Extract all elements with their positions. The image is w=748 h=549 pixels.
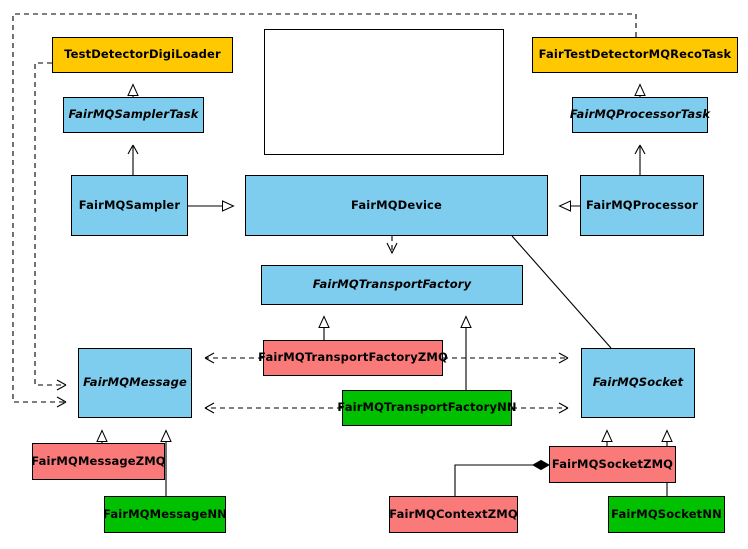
- class-node-fair-mq-transport-factory-zmq[interactable]: FairMQTransportFactoryZMQ: [258, 340, 448, 376]
- class-node-label: FairMQTransportFactory: [312, 277, 472, 292]
- class-node-fair-mq-message-nn[interactable]: FairMQMessageNN: [103, 496, 227, 533]
- class-node-label: FairMQTransportFactoryZMQ: [258, 350, 448, 365]
- class-node-fair-mq-socket-nn[interactable]: FairMQSocketNN: [608, 496, 725, 533]
- class-node-label: FairMQDevice: [351, 197, 442, 212]
- class-node-fair-mq-transport-factory-nn[interactable]: FairMQTransportFactoryNN: [337, 390, 517, 426]
- class-node-label: TestDetectorDigiLoader: [64, 47, 221, 62]
- class-node-label: FairMQMessageNN: [103, 506, 227, 521]
- class-node-fair-mq-socket-zmq[interactable]: FairMQSocketZMQ: [549, 446, 676, 483]
- class-node-fair-mq-processor[interactable]: FairMQProcessor: [580, 175, 704, 236]
- class-node-test-detector-digi-loader[interactable]: TestDetectorDigiLoader: [52, 37, 233, 73]
- class-node-fair-mq-processor-task[interactable]: FairMQProcessorTask: [569, 97, 711, 133]
- class-node-label: FairMQTransportFactoryNN: [337, 400, 517, 415]
- class-node-fair-mq-context-zmq[interactable]: FairMQContextZMQ: [389, 496, 518, 533]
- legend-panel: [264, 29, 504, 155]
- class-node-label: FairMQSampler: [78, 197, 181, 212]
- class-node-fair-mq-transport-factory[interactable]: FairMQTransportFactory: [261, 265, 523, 305]
- class-node-fair-mq-device[interactable]: FairMQDevice: [245, 175, 548, 236]
- class-node-fair-test-detector-mq-reco-task[interactable]: FairTestDetectorMQRecoTask: [532, 37, 738, 73]
- class-node-label: FairMQSocketNN: [611, 506, 722, 521]
- edge-device-assoc-socket: [511, 235, 612, 349]
- class-node-fair-mq-sampler[interactable]: FairMQSampler: [71, 175, 188, 236]
- edge-socketzmq-owns-contextzmq: [454, 465, 549, 496]
- class-node-label: FairTestDetectorMQRecoTask: [538, 47, 732, 62]
- class-node-label: FairMQSamplerTask: [68, 107, 199, 122]
- class-node-label: FairMQSocket: [592, 375, 684, 390]
- class-node-label: FairMQProcessorTask: [569, 107, 711, 122]
- class-node-fair-mq-sampler-task[interactable]: FairMQSamplerTask: [63, 97, 204, 133]
- class-node-label: FairMQProcessor: [586, 197, 698, 212]
- class-node-fair-mq-message[interactable]: FairMQMessage: [78, 348, 192, 418]
- class-node-label: FairMQMessageZMQ: [31, 453, 166, 468]
- class-node-label: FairMQSocketZMQ: [551, 456, 674, 471]
- class-node-label: FairMQContextZMQ: [389, 506, 518, 521]
- class-node-fair-mq-message-zmq[interactable]: FairMQMessageZMQ: [31, 443, 166, 480]
- edge-digiloader-uses-message: [34, 62, 67, 391]
- class-node-fair-mq-socket[interactable]: FairMQSocket: [581, 348, 695, 418]
- class-node-label: FairMQMessage: [83, 375, 187, 390]
